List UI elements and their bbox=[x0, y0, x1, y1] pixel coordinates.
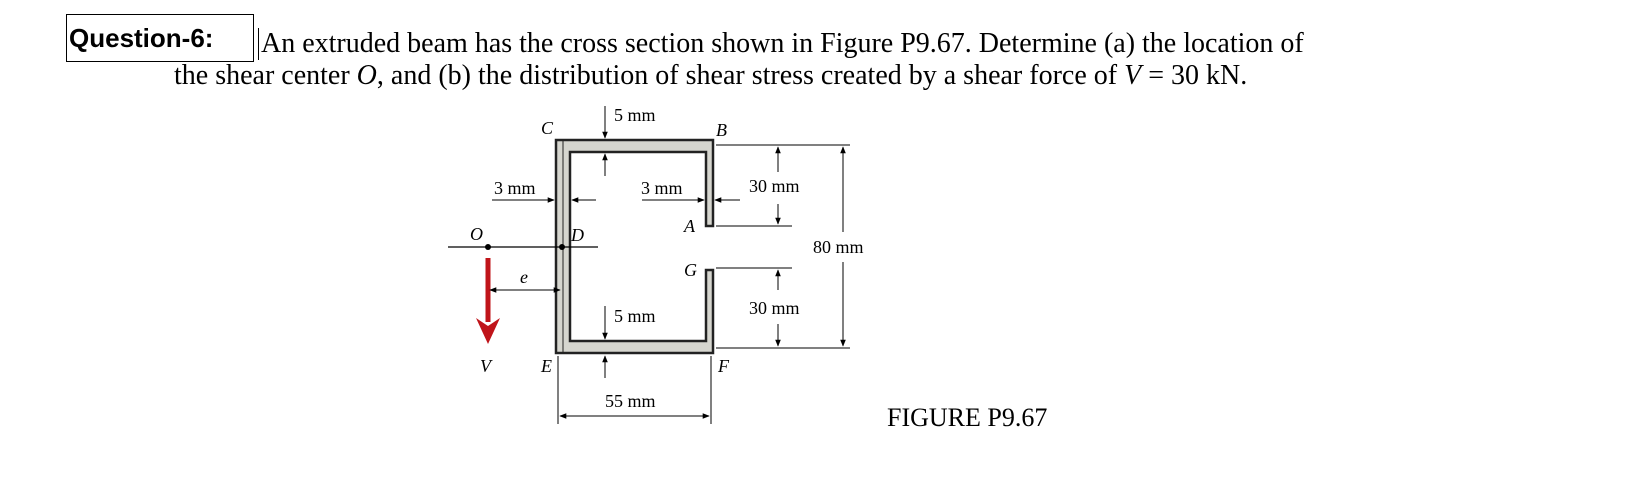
point-d-dot bbox=[559, 244, 565, 250]
cross-section bbox=[554, 138, 715, 355]
label-c: C bbox=[541, 118, 554, 138]
label-o: O bbox=[470, 224, 483, 244]
text-right-lip: 3 mm bbox=[641, 178, 683, 198]
label-b: B bbox=[716, 120, 727, 140]
question-label: Question-6: bbox=[66, 14, 254, 62]
label-g: G bbox=[684, 260, 697, 280]
label-f: F bbox=[717, 356, 730, 376]
point-o-dot bbox=[485, 244, 491, 250]
text-left-web: 3 mm bbox=[494, 178, 536, 198]
label-v: V bbox=[480, 356, 493, 376]
question-text-line-2: the shear center O, and (b) the distribu… bbox=[174, 60, 1248, 91]
label-e-point: E bbox=[540, 356, 552, 376]
question-text-line-1: An extruded beam has the cross section s… bbox=[258, 28, 1304, 60]
label-a: A bbox=[683, 216, 696, 236]
text-total-height: 80 mm bbox=[813, 237, 864, 257]
label-d: D bbox=[570, 225, 584, 245]
text-lower-lip: 30 mm bbox=[749, 298, 800, 318]
force-v-arrowhead bbox=[476, 318, 500, 344]
text-width: 55 mm bbox=[605, 391, 656, 411]
figure-caption: FIGURE P9.67 bbox=[887, 403, 1047, 432]
label-e-dim: e bbox=[520, 267, 528, 287]
text-upper-lip: 30 mm bbox=[749, 176, 800, 196]
text-top-flange: 5 mm bbox=[614, 105, 656, 125]
text-bottom-flange: 5 mm bbox=[614, 306, 656, 326]
